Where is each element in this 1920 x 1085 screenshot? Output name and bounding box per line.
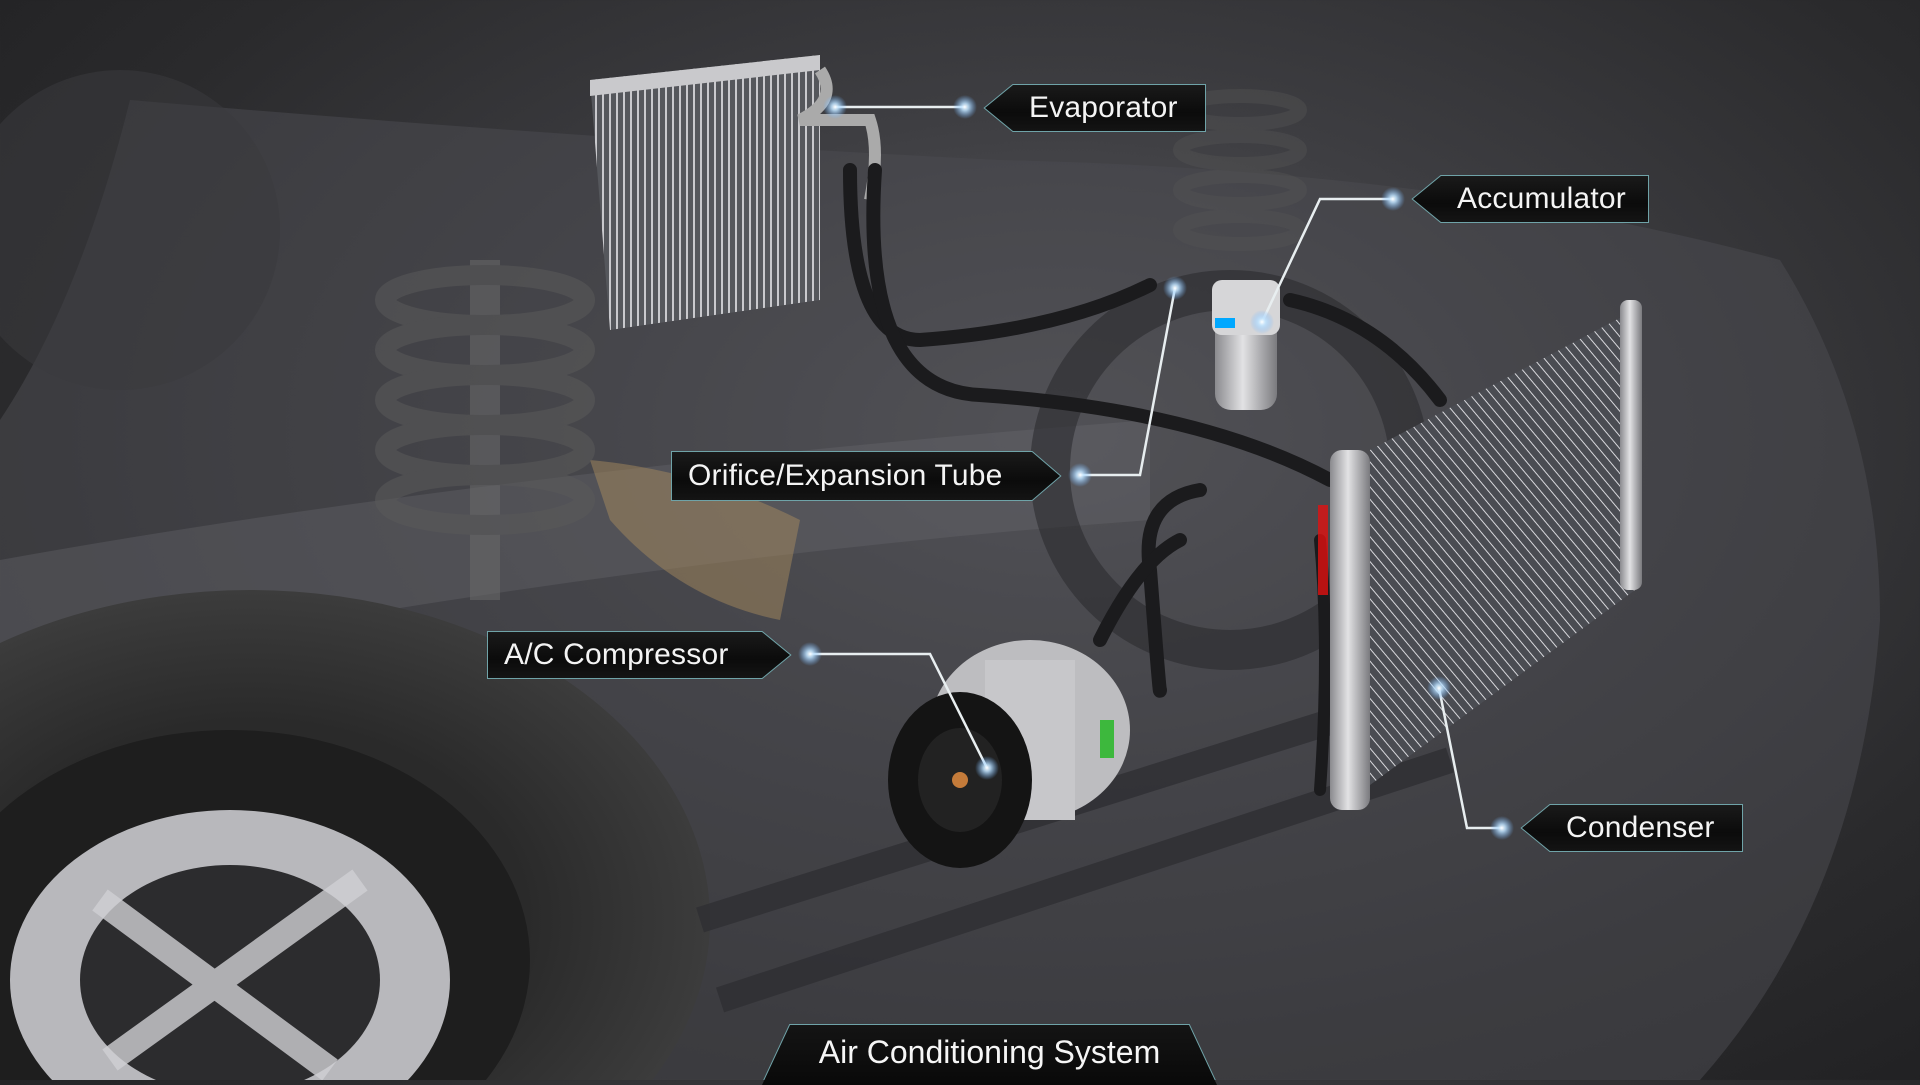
- accumulator-label: Accumulator: [1413, 176, 1648, 222]
- orifice-label-text: Orifice/Expansion Tube: [688, 459, 1003, 492]
- orifice-expansion-tube-label: Orifice/Expansion Tube: [672, 452, 1060, 500]
- accumulator-point-dot: [1250, 310, 1274, 334]
- suspension-spring: [375, 260, 595, 600]
- evaporator-label-text: Evaporator: [1029, 91, 1178, 124]
- compressor-label-text: A/C Compressor: [504, 638, 729, 671]
- condenser-label-text: Condenser: [1566, 811, 1715, 844]
- front-tire: [0, 590, 710, 1085]
- condenser-unit: [1318, 300, 1642, 810]
- refrigerant-hoses: [843, 163, 1447, 796]
- condenser-label: Condenser: [1522, 805, 1742, 851]
- accumulator-label-text: Accumulator: [1457, 182, 1626, 215]
- evaporator-point-dot: [823, 95, 847, 119]
- ac-compressor-label: A/C Compressor: [488, 632, 790, 678]
- compressor-point-dot: [975, 756, 999, 780]
- orifice-point-dot: [1163, 276, 1187, 300]
- diagram-title-text: Air Conditioning System: [818, 1033, 1161, 1070]
- evaporator-unit: [590, 55, 881, 330]
- diagram-title: Air Conditioning System: [762, 1025, 1217, 1085]
- condenser-point-dot: [1427, 676, 1451, 700]
- evaporator-label: Evaporator: [985, 85, 1205, 131]
